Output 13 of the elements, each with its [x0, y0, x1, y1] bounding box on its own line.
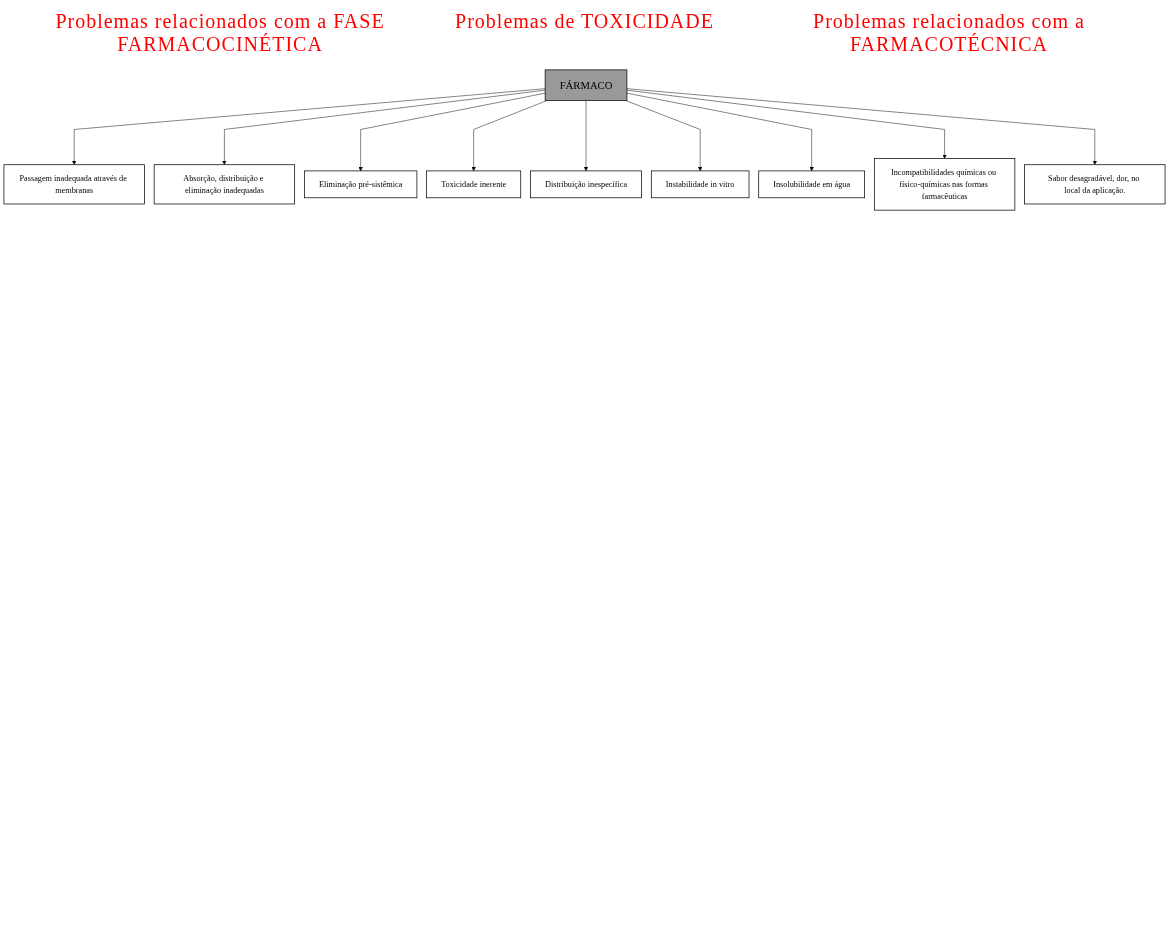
- node-box: Toxicidade inerente: [426, 170, 522, 199]
- section-note: Problemas de TOXICIDADE: [455, 10, 714, 34]
- node-box: Absorção, distribuição e eliminação inadequadas: [153, 164, 296, 205]
- node-box: Passagem inadequada através de membranas: [3, 164, 145, 205]
- node-box: Eliminação pré-sistêmica: [304, 170, 418, 199]
- node-box: FÁRMACO: [544, 69, 628, 101]
- section-note: Problemas relacionados com a FARMACOTÉCNICA: [812, 10, 1086, 56]
- node-box: Instabilidade in vitro: [650, 170, 750, 199]
- section-note: Problemas relacionados com a FASE FARMACOCINÉTICA: [55, 10, 385, 56]
- node-box: Distribuição inespecífica: [530, 170, 642, 199]
- node-box: Sabor desagradável, dor, no local da aplicação.: [1024, 164, 1166, 205]
- node-box: Incompatibilidades químicas ou físico-químicas nas formas farmacêuticas: [873, 158, 1016, 211]
- node-box: Insolubilidade em água: [758, 170, 865, 199]
